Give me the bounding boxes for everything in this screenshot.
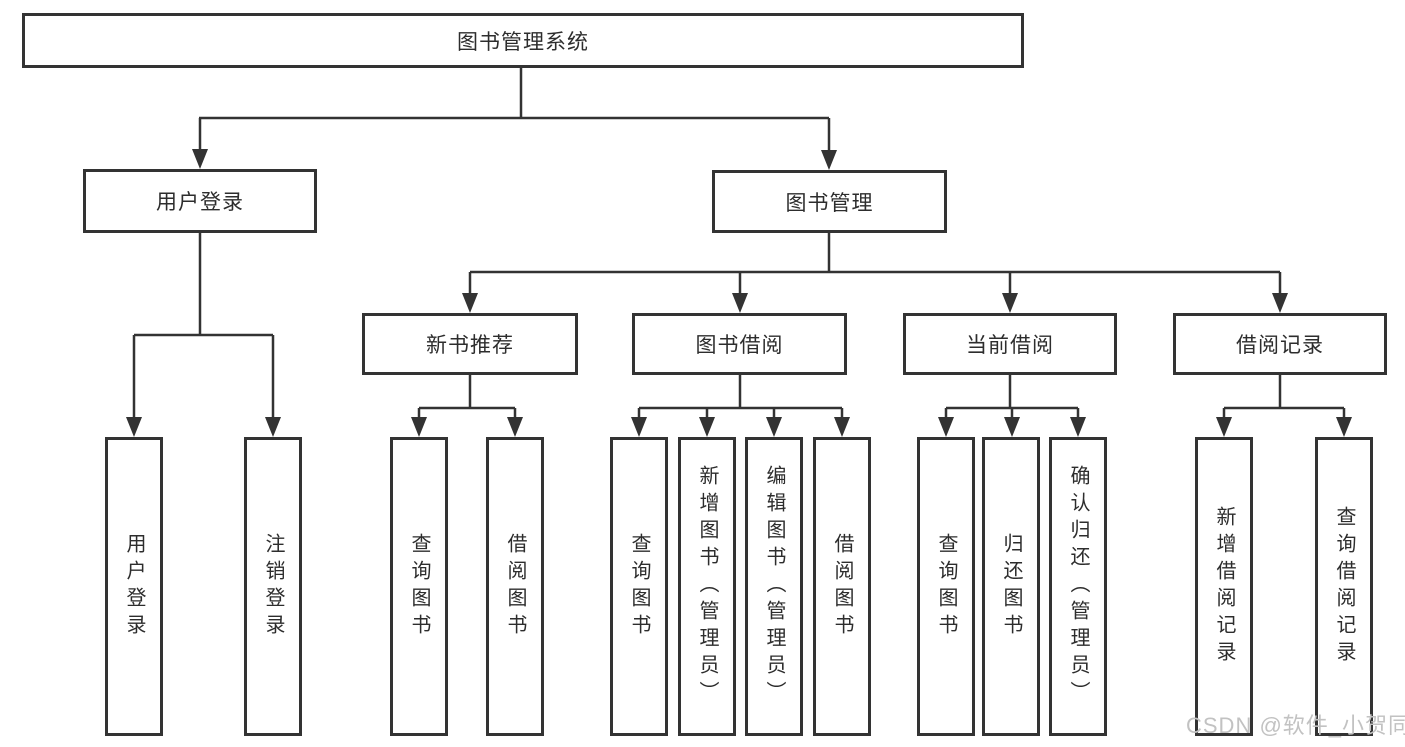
leaf-borrow-book-2-label: 借阅图书 <box>831 532 853 641</box>
leaf-add-borrow-record-label: 新增借阅记录 <box>1213 505 1235 668</box>
node-root: 图书管理系统 <box>22 13 1024 68</box>
leaf-query-book-1-label: 查询图书 <box>408 532 430 641</box>
node-user-login: 用户登录 <box>83 169 317 233</box>
node-current-borrow-label: 当前借阅 <box>966 334 1054 357</box>
leaf-borrow-book-2: 借阅图书 <box>813 437 871 736</box>
leaf-add-borrow-record: 新增借阅记录 <box>1195 437 1253 736</box>
leaf-edit-book-admin-label: 编辑图书（管理员） <box>763 465 785 708</box>
node-book-management: 图书管理 <box>712 170 947 233</box>
connector-root-to-level2 <box>192 68 837 170</box>
csdn-watermark: CSDN @软件_小贺同学 <box>1186 713 1405 738</box>
leaf-user-login-label: 用户登录 <box>123 532 145 641</box>
node-book-borrow: 图书借阅 <box>632 313 847 375</box>
connector-user-login-to-leaves <box>126 233 281 437</box>
connector-book-borrow-to-leaves <box>631 375 850 437</box>
leaf-query-book-3-label: 查询图书 <box>935 532 957 641</box>
leaf-confirm-return-admin: 确认归还（管理员） <box>1049 437 1107 736</box>
node-new-book-recommend: 新书推荐 <box>362 313 578 375</box>
leaf-query-book-1: 查询图书 <box>390 437 448 736</box>
leaf-logout-label: 注销登录 <box>262 532 284 641</box>
leaf-query-book-3: 查询图书 <box>917 437 975 736</box>
node-current-borrow: 当前借阅 <box>903 313 1117 375</box>
connector-current-borrow-to-leaves <box>938 375 1086 437</box>
leaf-query-book-2: 查询图书 <box>610 437 668 736</box>
leaf-user-login: 用户登录 <box>105 437 163 736</box>
connector-book-management-to-level3 <box>462 233 1288 313</box>
leaf-borrow-book-1-label: 借阅图书 <box>504 532 526 641</box>
leaf-return-book: 归还图书 <box>982 437 1040 736</box>
leaf-query-borrow-record: 查询借阅记录 <box>1315 437 1373 736</box>
connector-borrow-record-to-leaves <box>1216 375 1352 437</box>
leaf-edit-book-admin: 编辑图书（管理员） <box>745 437 803 736</box>
node-borrow-record: 借阅记录 <box>1173 313 1387 375</box>
node-book-management-label: 图书管理 <box>785 191 874 215</box>
node-new-book-recommend-label: 新书推荐 <box>426 334 514 357</box>
node-user-login-label: 用户登录 <box>156 191 244 214</box>
leaf-query-borrow-record-label: 查询借阅记录 <box>1333 505 1355 668</box>
leaf-borrow-book-1: 借阅图书 <box>486 437 544 736</box>
leaf-return-book-label: 归还图书 <box>1000 532 1022 641</box>
leaf-add-book-admin: 新增图书（管理员） <box>678 437 736 736</box>
connector-new-book-to-leaves <box>411 375 523 437</box>
node-borrow-record-label: 借阅记录 <box>1236 334 1324 357</box>
leaf-confirm-return-admin-label: 确认归还（管理员） <box>1067 465 1089 708</box>
node-root-label: 图书管理系统 <box>457 30 589 54</box>
leaf-logout: 注销登录 <box>244 437 302 736</box>
leaf-add-book-admin-label: 新增图书（管理员） <box>696 465 718 708</box>
leaf-query-book-2-label: 查询图书 <box>628 532 650 641</box>
node-book-borrow-label: 图书借阅 <box>695 334 784 357</box>
